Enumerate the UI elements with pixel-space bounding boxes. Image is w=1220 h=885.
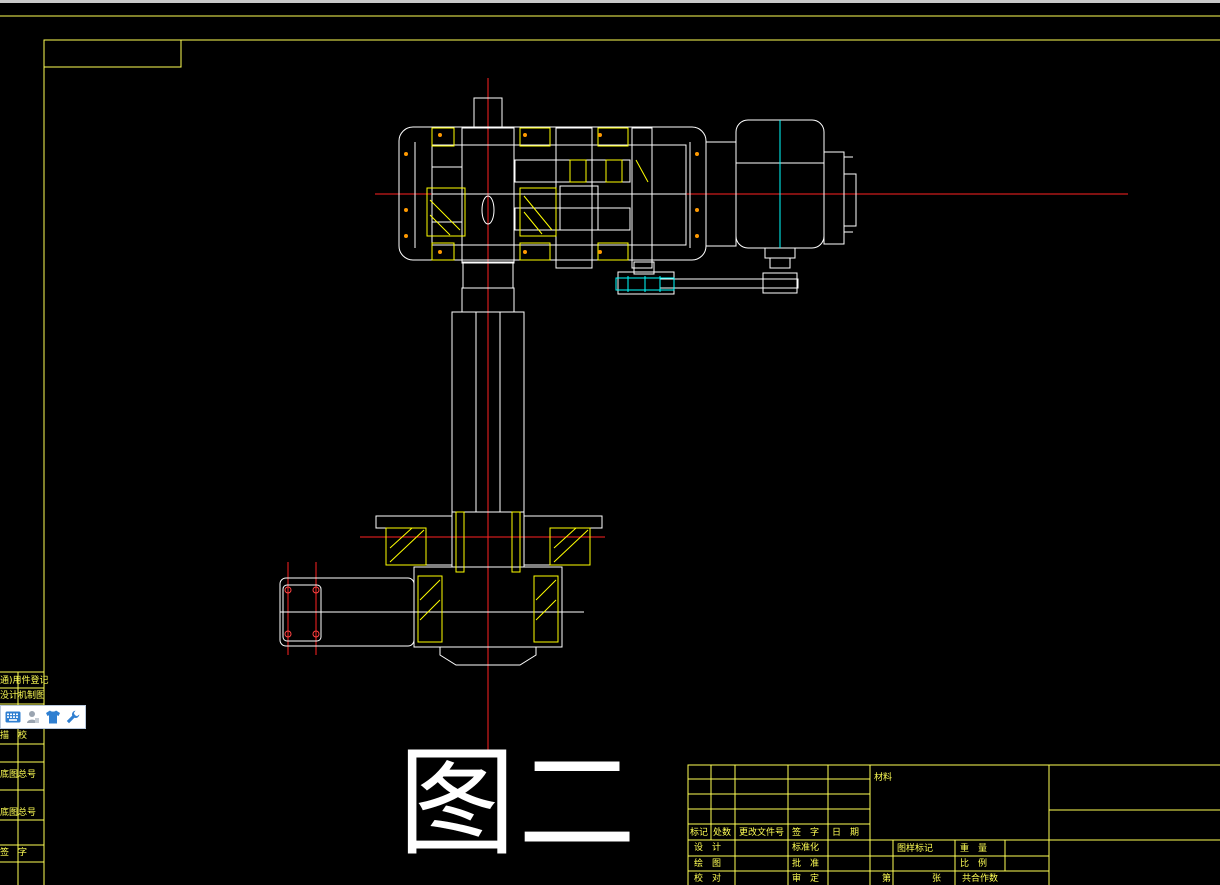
centerlines [287, 78, 1128, 755]
title-change-doc: 更改文件号 [739, 828, 785, 838]
title-block [687, 764, 1220, 885]
strip-label-design: 没计机制图 [0, 691, 46, 701]
title-sheets-total: 共合作数 [962, 874, 999, 884]
title-sign: 签 字 [792, 828, 820, 838]
strip-label-base-number: 底图总号 [0, 770, 37, 780]
title-approve: 批 准 [792, 859, 820, 869]
title-design: 设 计 [694, 843, 722, 853]
skin-button[interactable] [44, 708, 62, 726]
user-button[interactable] [24, 708, 42, 726]
title-scale: 比 例 [960, 859, 988, 869]
keyboard-icon [5, 711, 21, 723]
title-sheet: 第 [882, 874, 892, 884]
title-count: 处数 [713, 828, 732, 838]
strip-label-signature: 签 字 [0, 848, 28, 858]
title-verify: 审 定 [792, 874, 820, 884]
shirt-icon [46, 710, 60, 724]
coupling-cyan [615, 276, 675, 292]
title-sheet-of: 张 [932, 874, 942, 884]
window-top-border [0, 0, 1220, 3]
title-material: 材料 [874, 773, 893, 783]
title-stage-mark: 图样标记 [897, 844, 934, 854]
strip-label-base-number-2: 底图总号 [0, 808, 37, 818]
strip-label-trace: 描 校 [0, 731, 28, 741]
strip-label-register: 通)用件登记 [0, 676, 49, 686]
gearbox-bolts [404, 133, 699, 254]
flange-hatching [385, 511, 591, 643]
figure-label: 图二 [398, 734, 639, 872]
reducer-gearbox[interactable] [398, 97, 707, 269]
keyboard-button[interactable] [4, 708, 22, 726]
settings-button[interactable] [64, 708, 82, 726]
title-draw: 绘 图 [694, 859, 722, 869]
user-icon [27, 711, 39, 723]
title-date: 日 期 [832, 828, 860, 838]
gearbox-hatching [426, 127, 649, 261]
floating-toolbar [0, 705, 86, 729]
base-flange[interactable] [279, 511, 603, 666]
title-weight: 重 量 [960, 844, 988, 854]
flange-bolts [284, 586, 320, 638]
title-standardize: 标准化 [792, 843, 820, 853]
wrench-icon [66, 710, 80, 724]
title-mark: 标记 [690, 828, 709, 838]
title-check: 校 对 [694, 874, 722, 884]
